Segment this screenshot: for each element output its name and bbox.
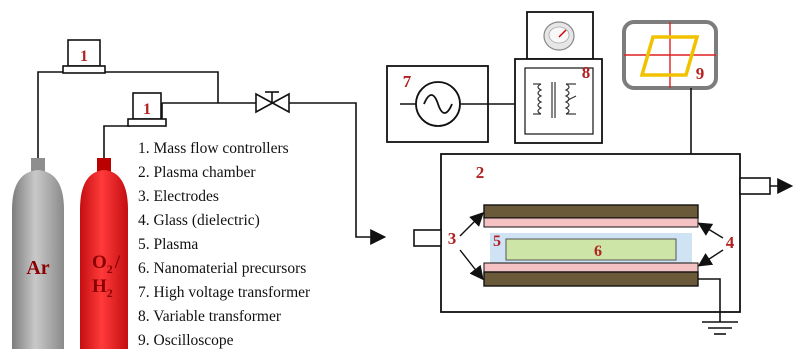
svg-text:H2: H2: [92, 276, 113, 300]
leader-arrows: [459, 212, 724, 281]
argon-label: Ar: [26, 257, 49, 279]
legend-item: 4. Glass (dielectric): [138, 212, 260, 229]
callout-3: 3: [448, 229, 457, 248]
variable-transformer: 8: [514, 11, 603, 144]
reactive-gas-cylinder: O2/ H2: [80, 158, 128, 349]
ground-icon: [698, 278, 738, 335]
argon-cylinder: Ar: [12, 158, 64, 349]
gas-inlet-port: [413, 229, 442, 247]
mass-flow-controller-1: 1: [62, 39, 106, 74]
gas-outlet-port: [739, 177, 771, 195]
gas-lines: [37, 71, 387, 245]
bottom-electrode: [483, 271, 699, 287]
legend-item: 3. Electrodes: [138, 188, 219, 205]
high-voltage-transformer: 7: [386, 65, 489, 143]
top-electrode: [483, 204, 699, 219]
svg-text:O2/: O2/: [92, 252, 121, 276]
callout-8: 8: [582, 63, 591, 82]
legend: 1. Mass flow controllers 2. Plasma chamb…: [138, 140, 311, 349]
needle-valve: [255, 91, 290, 114]
precursor-layer: [505, 238, 677, 261]
callout-5: 5: [493, 233, 501, 250]
legend-item: 7. High voltage transformer: [138, 284, 311, 301]
callout-1-second: 1: [143, 101, 151, 118]
bottom-electrode-assembly: [483, 262, 699, 287]
callout-7: 7: [403, 72, 412, 91]
oscilloscope: 9: [622, 20, 718, 90]
callout-2: 2: [476, 163, 485, 182]
legend-item: 8. Variable transformer: [138, 308, 282, 325]
legend-item: 6. Nanomaterial precursors: [138, 260, 306, 277]
callout-6: 6: [594, 243, 602, 260]
reactive-gas-label: O2/ H2: [92, 252, 121, 300]
bottom-dielectric: [483, 262, 699, 273]
transformer-coil-icon: [533, 82, 577, 118]
callout-1-top: 1: [80, 48, 88, 65]
legend-item: 1. Mass flow controllers: [138, 140, 289, 157]
callout-9: 9: [696, 64, 705, 83]
legend-item: 9. Oscilloscope: [138, 332, 234, 349]
top-dielectric: [483, 217, 699, 228]
mass-flow-controller-2: 1: [127, 92, 167, 127]
legend-item: 5. Plasma: [138, 236, 198, 253]
top-electrode-assembly: [483, 204, 699, 228]
callout-4: 4: [726, 233, 735, 252]
lissajous-trace: [639, 35, 700, 77]
legend-item: 2. Plasma chamber: [138, 164, 256, 181]
